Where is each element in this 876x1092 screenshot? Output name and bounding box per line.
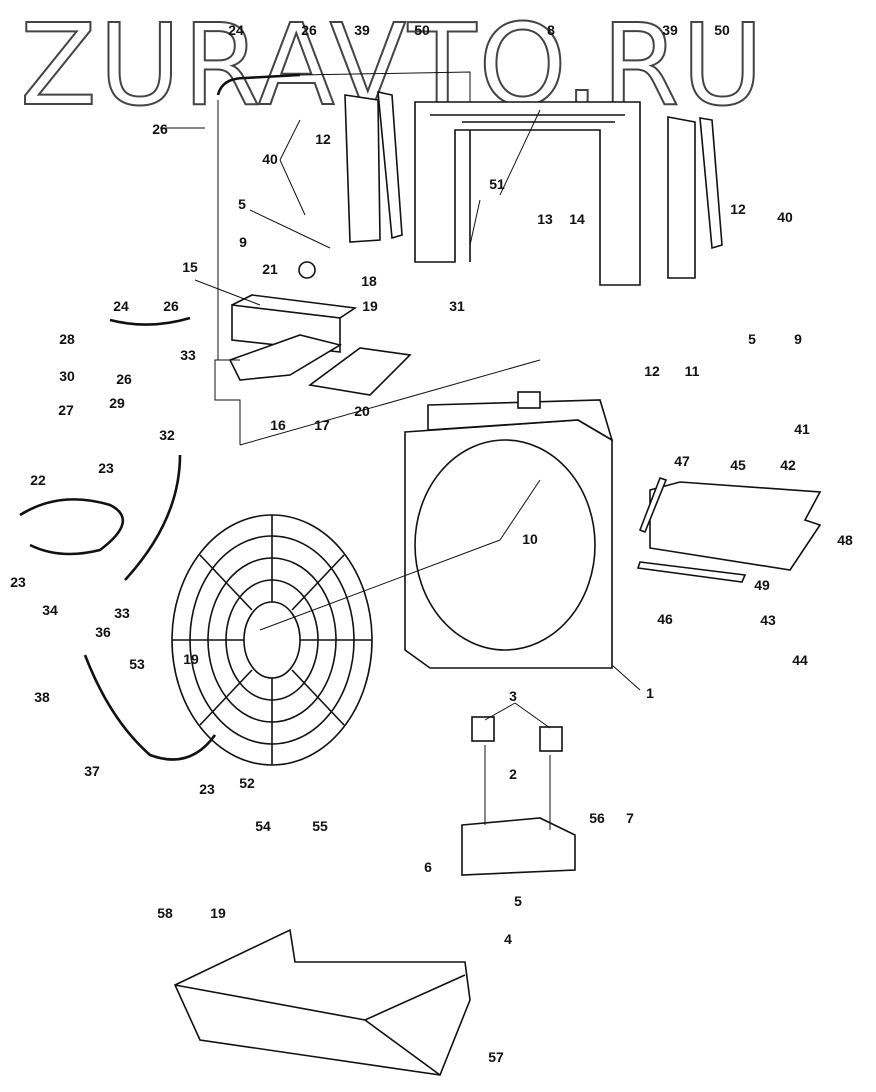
fan-guard: [171, 514, 373, 766]
part-label-5: 5: [238, 196, 246, 212]
part-label-31: 31: [449, 298, 465, 314]
part-label-18: 18: [361, 273, 377, 289]
part-label-58: 58: [157, 905, 173, 921]
part-label-22: 22: [30, 472, 46, 488]
part-label-17: 17: [314, 417, 330, 433]
part-label-14: 14: [569, 211, 585, 227]
part-label-45: 45: [730, 457, 746, 473]
part-label-12: 12: [644, 363, 660, 379]
part-label-7: 7: [626, 810, 634, 826]
part-label-40: 40: [262, 151, 278, 167]
hose-22: [19, 498, 125, 556]
part-label-56: 56: [589, 810, 605, 826]
part-label-23: 23: [199, 781, 215, 797]
part-label-41: 41: [794, 421, 810, 437]
part-label-19: 19: [183, 651, 199, 667]
part-label-1: 1: [646, 685, 654, 701]
part-label-12: 12: [315, 131, 331, 147]
part-label-42: 42: [780, 457, 796, 473]
part-label-24: 24: [113, 298, 129, 314]
part-label-34: 34: [42, 602, 58, 618]
part-label-9: 9: [794, 331, 802, 347]
side-panel-right: [667, 116, 696, 279]
part-label-36: 36: [95, 624, 111, 640]
part-label-8: 8: [547, 22, 555, 38]
bracket-16: [228, 334, 343, 381]
part-label-50: 50: [414, 22, 430, 38]
part-label-32: 32: [159, 427, 175, 443]
part-label-33: 33: [180, 347, 196, 363]
part-label-48: 48: [837, 532, 853, 548]
part-label-52: 52: [239, 775, 255, 791]
part-label-2: 2: [509, 766, 517, 782]
part-label-51: 51: [489, 176, 505, 192]
part-label-3: 3: [509, 688, 517, 704]
part-label-19: 19: [362, 298, 378, 314]
part-label-15: 15: [182, 259, 198, 275]
hose-32: [124, 454, 182, 581]
part-label-53: 53: [129, 656, 145, 672]
cover-plate: [649, 481, 822, 571]
part-label-20: 20: [354, 403, 370, 419]
part-label-6: 6: [424, 859, 432, 875]
part-label-28: 28: [59, 331, 75, 347]
part-label-33: 33: [114, 605, 130, 621]
part-label-12: 12: [730, 201, 746, 217]
part-label-23: 23: [98, 460, 114, 476]
part-label-26: 26: [163, 298, 179, 314]
part-label-16: 16: [270, 417, 286, 433]
drawing: [19, 71, 822, 1076]
part-label-43: 43: [760, 612, 776, 628]
part-label-11: 11: [685, 363, 700, 379]
part-label-54: 54: [255, 818, 271, 834]
part-label-26: 26: [152, 121, 168, 137]
part-label-39: 39: [354, 22, 370, 38]
part-label-44: 44: [792, 652, 808, 668]
radiator: [404, 419, 613, 669]
part-label-49: 49: [754, 577, 770, 593]
part-label-26: 26: [116, 371, 132, 387]
part-label-5: 5: [514, 893, 522, 909]
part-label-27: 27: [58, 402, 74, 418]
part-label-13: 13: [537, 211, 553, 227]
part-label-9: 9: [239, 234, 247, 250]
part-label-46: 46: [657, 611, 673, 627]
part-label-29: 29: [109, 395, 125, 411]
part-label-39: 39: [662, 22, 678, 38]
part-label-57: 57: [488, 1049, 504, 1065]
part-label-4: 4: [504, 931, 512, 947]
part-label-38: 38: [34, 689, 50, 705]
part-label-10: 10: [522, 531, 538, 547]
part-label-19: 19: [210, 905, 226, 921]
side-panel-left: [344, 94, 381, 243]
part-label-40: 40: [777, 209, 793, 225]
hose-24: [109, 316, 191, 326]
part-label-5: 5: [748, 331, 756, 347]
part-label-23: 23: [10, 574, 26, 590]
hose-37: [83, 654, 217, 761]
mount-bracket: [461, 817, 576, 876]
part-label-55: 55: [312, 818, 328, 834]
part-label-26: 26: [301, 22, 317, 38]
bottom-guard: [173, 928, 471, 1076]
part-label-21: 21: [262, 261, 278, 277]
shroud-frame: [414, 101, 641, 286]
part-label-24: 24: [228, 22, 244, 38]
part-label-30: 30: [59, 368, 75, 384]
part-label-37: 37: [84, 763, 100, 779]
part-label-50: 50: [714, 22, 730, 38]
bracket-17: [308, 347, 412, 396]
part-label-47: 47: [674, 453, 690, 469]
